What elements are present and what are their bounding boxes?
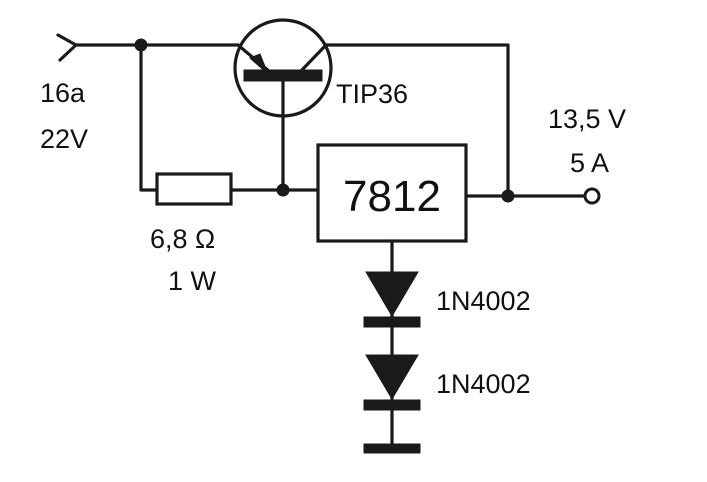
- transistor-tip36: [233, 18, 333, 192]
- resistor-power-label: 1 W: [168, 266, 217, 296]
- resistor-body: [155, 172, 233, 206]
- collector-wire: [324, 43, 510, 198]
- diode-2-cathode-bar: [363, 399, 421, 411]
- diode-2-label: 1N4002: [436, 369, 531, 399]
- junction-output: [501, 189, 515, 203]
- diode-1-cathode-bar: [363, 316, 421, 328]
- transistor-label: TIP36: [336, 79, 408, 109]
- ground-bar: [363, 443, 421, 454]
- diode-1: [363, 271, 421, 328]
- resistor-left-wire: [139, 43, 159, 192]
- transistor-base-bar: [243, 69, 323, 82]
- output-terminal: [583, 187, 601, 205]
- regulator-label: 7812: [343, 172, 441, 221]
- diode-2: [363, 354, 421, 411]
- output-voltage-label: 13,5 V: [548, 104, 626, 134]
- regulator-body: [316, 143, 468, 243]
- transistor-emitter-arrow-icon: [249, 53, 269, 75]
- input-label-line1: 16a: [40, 78, 86, 108]
- output-current-label: 5 A: [570, 148, 609, 178]
- resistor-value-label: 6,8 Ω: [150, 224, 215, 254]
- transistor-collector-lead: [298, 43, 328, 74]
- diode-2-triangle-icon: [365, 354, 419, 400]
- diode-1-triangle-icon: [365, 271, 419, 317]
- input-label-line2: 22V: [40, 124, 88, 154]
- diode-1-label: 1N4002: [436, 286, 531, 316]
- input-terminal: [56, 33, 78, 62]
